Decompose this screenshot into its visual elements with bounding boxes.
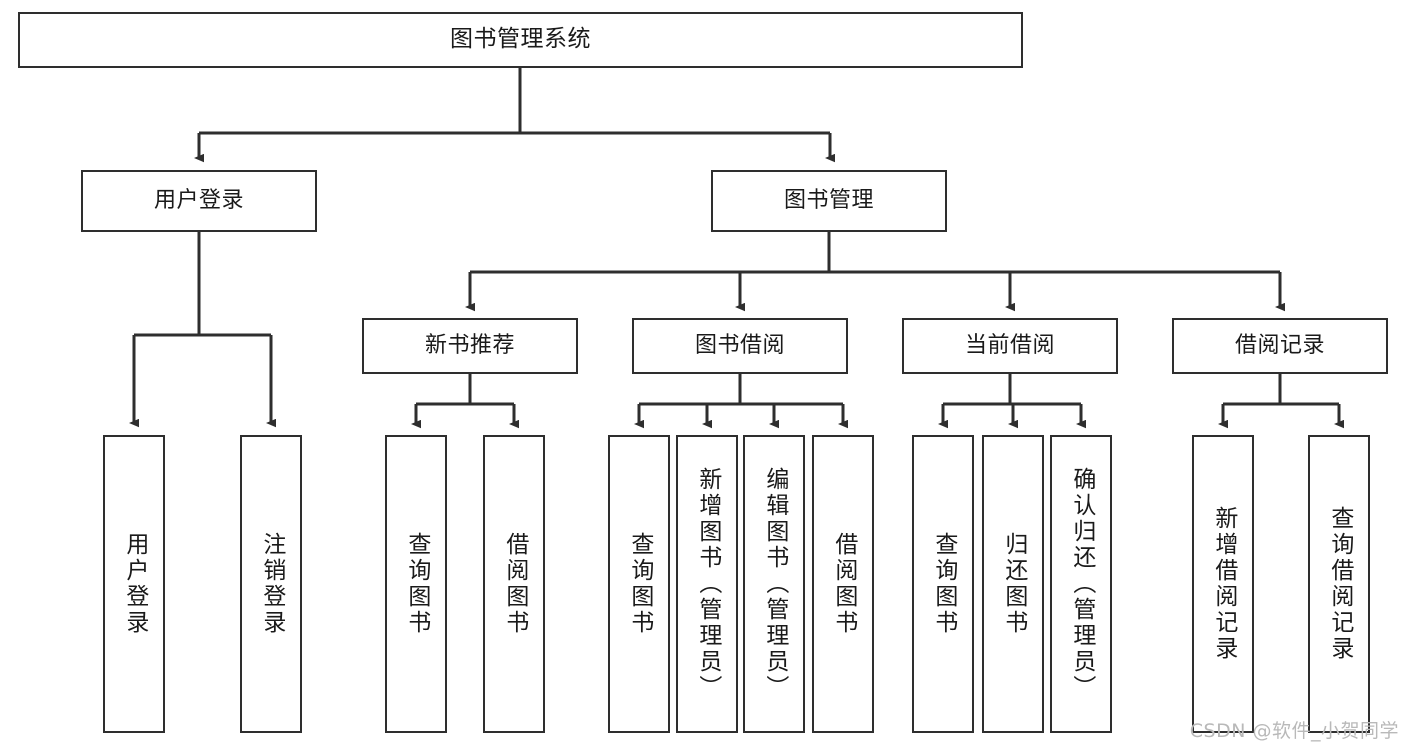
node-current-borrow[interactable]: 当前借阅 bbox=[902, 318, 1118, 374]
node-leaf-return-book[interactable]: 归还图书 bbox=[982, 435, 1044, 733]
node-book-manage-label: 图书管理 bbox=[783, 187, 874, 213]
node-leaf-add-book-label: 新增图书（管理员） bbox=[694, 467, 721, 701]
node-leaf-edit-book-label: 编辑图书（管理员） bbox=[761, 467, 788, 701]
node-leaf-query-record[interactable]: 查询借阅记录 bbox=[1308, 435, 1370, 733]
node-new-book-recommend[interactable]: 新书推荐 bbox=[362, 318, 578, 374]
node-book-manage[interactable]: 图书管理 bbox=[711, 170, 947, 232]
node-user-login-label: 用户登录 bbox=[153, 187, 244, 213]
node-leaf-query-book-2[interactable]: 查询图书 bbox=[608, 435, 670, 733]
node-leaf-user-login[interactable]: 用户登录 bbox=[103, 435, 165, 733]
node-leaf-add-book[interactable]: 新增图书（管理员） bbox=[676, 435, 738, 733]
node-leaf-confirm-return-label: 确认归还（管理员） bbox=[1068, 467, 1095, 701]
node-leaf-add-record[interactable]: 新增借阅记录 bbox=[1192, 435, 1254, 733]
node-book-borrow-label: 图书借阅 bbox=[694, 332, 785, 358]
node-leaf-return-book-label: 归还图书 bbox=[1000, 532, 1027, 636]
node-leaf-query-book-3-label: 查询图书 bbox=[930, 532, 957, 636]
node-leaf-user-logout[interactable]: 注销登录 bbox=[240, 435, 302, 733]
node-new-book-recommend-label: 新书推荐 bbox=[424, 332, 515, 358]
node-leaf-add-record-label: 新增借阅记录 bbox=[1210, 506, 1237, 662]
node-book-borrow[interactable]: 图书借阅 bbox=[632, 318, 848, 374]
node-leaf-query-record-label: 查询借阅记录 bbox=[1326, 506, 1353, 662]
watermark: CSDN @软件_小贺同学 bbox=[1189, 720, 1399, 742]
node-user-login[interactable]: 用户登录 bbox=[81, 170, 317, 232]
node-borrow-record[interactable]: 借阅记录 bbox=[1172, 318, 1388, 374]
node-leaf-user-logout-label: 注销登录 bbox=[258, 532, 285, 636]
node-leaf-query-book-2-label: 查询图书 bbox=[626, 532, 653, 636]
node-leaf-query-book-1[interactable]: 查询图书 bbox=[385, 435, 447, 733]
node-leaf-query-book-3[interactable]: 查询图书 bbox=[912, 435, 974, 733]
node-leaf-edit-book[interactable]: 编辑图书（管理员） bbox=[743, 435, 805, 733]
node-leaf-confirm-return[interactable]: 确认归还（管理员） bbox=[1050, 435, 1112, 733]
node-leaf-query-book-1-label: 查询图书 bbox=[403, 532, 430, 636]
node-borrow-record-label: 借阅记录 bbox=[1234, 332, 1325, 358]
node-leaf-borrow-book-2-label: 借阅图书 bbox=[830, 532, 857, 636]
node-current-borrow-label: 当前借阅 bbox=[964, 332, 1055, 358]
node-leaf-user-login-label: 用户登录 bbox=[121, 532, 148, 636]
node-root[interactable]: 图书管理系统 bbox=[18, 12, 1023, 68]
node-root-label: 图书管理系统 bbox=[450, 26, 591, 53]
node-leaf-borrow-book-2[interactable]: 借阅图书 bbox=[812, 435, 874, 733]
node-leaf-borrow-book-1-label: 借阅图书 bbox=[501, 532, 528, 636]
node-leaf-borrow-book-1[interactable]: 借阅图书 bbox=[483, 435, 545, 733]
